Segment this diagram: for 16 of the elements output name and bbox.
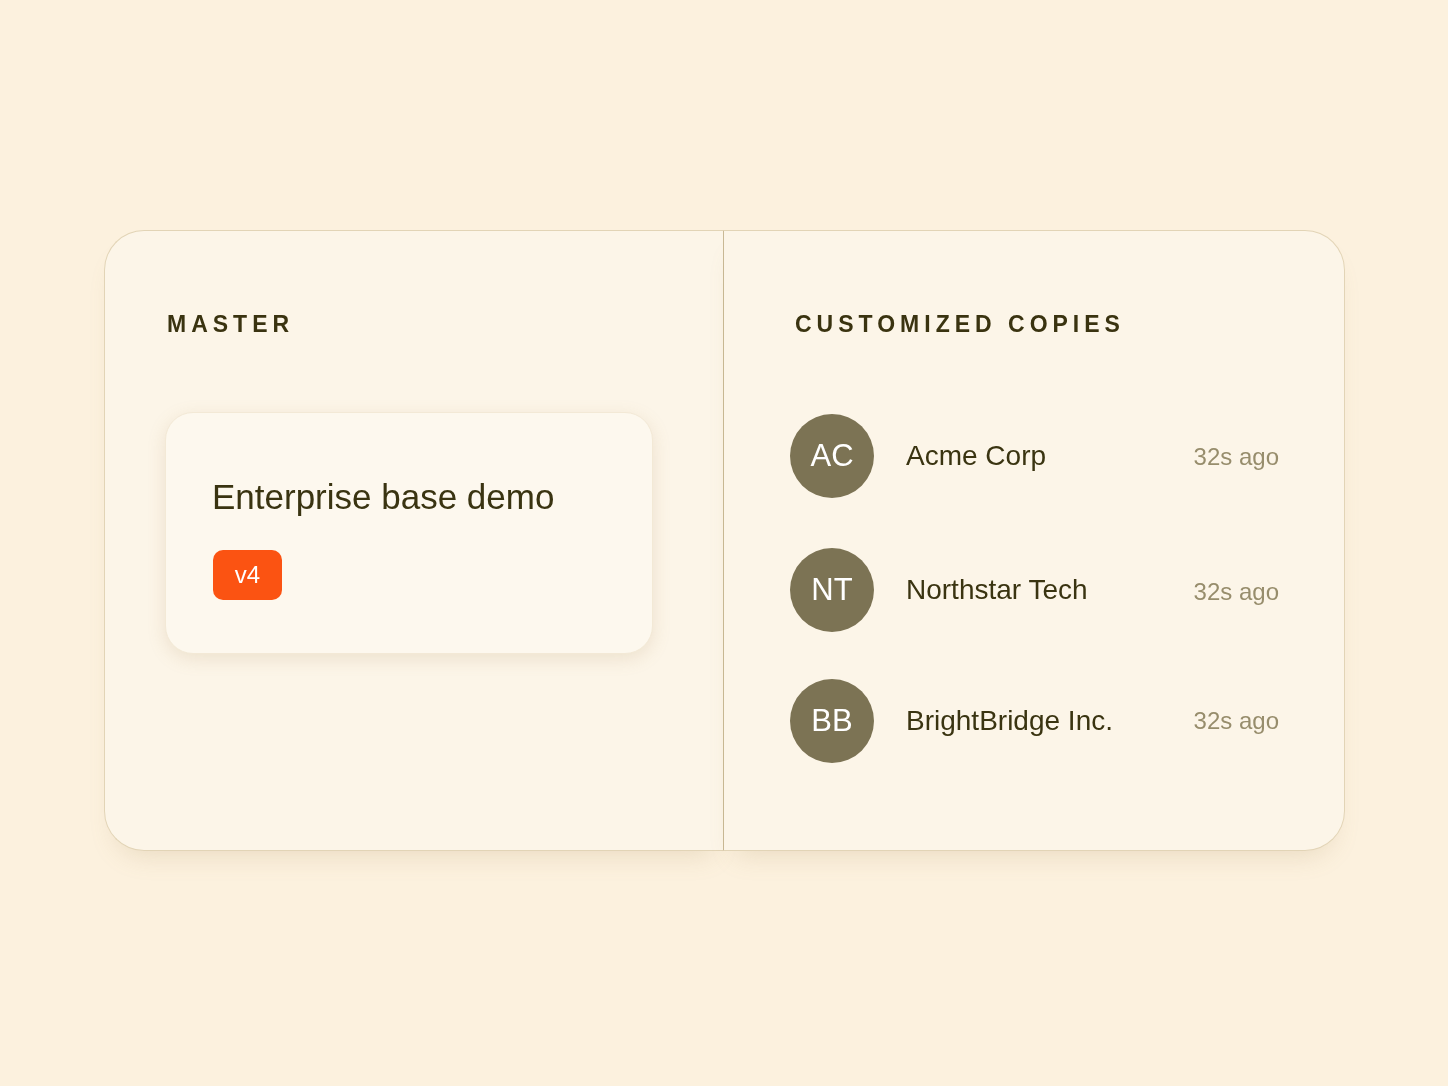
master-panel — [104, 230, 724, 851]
company-name: Acme Corp — [906, 439, 1047, 473]
version-badge: v4 — [213, 550, 282, 600]
company-name: Northstar Tech — [906, 573, 1088, 607]
initials-avatar: BB — [790, 679, 874, 763]
copies-panel — [724, 230, 1345, 851]
card-title: Enterprise base demo — [212, 477, 555, 517]
initials-avatar: NT — [790, 548, 874, 632]
section-heading: CUSTOMIZED COPIES — [795, 310, 1125, 338]
initials-avatar: AC — [790, 414, 874, 498]
timestamp: 32s ago — [1193, 577, 1279, 607]
timestamp: 32s ago — [1193, 706, 1279, 736]
timestamp: 32s ago — [1193, 442, 1279, 472]
demo-card — [165, 412, 653, 654]
company-name: BrightBridge Inc. — [906, 704, 1113, 738]
section-heading: MASTER — [167, 310, 295, 338]
